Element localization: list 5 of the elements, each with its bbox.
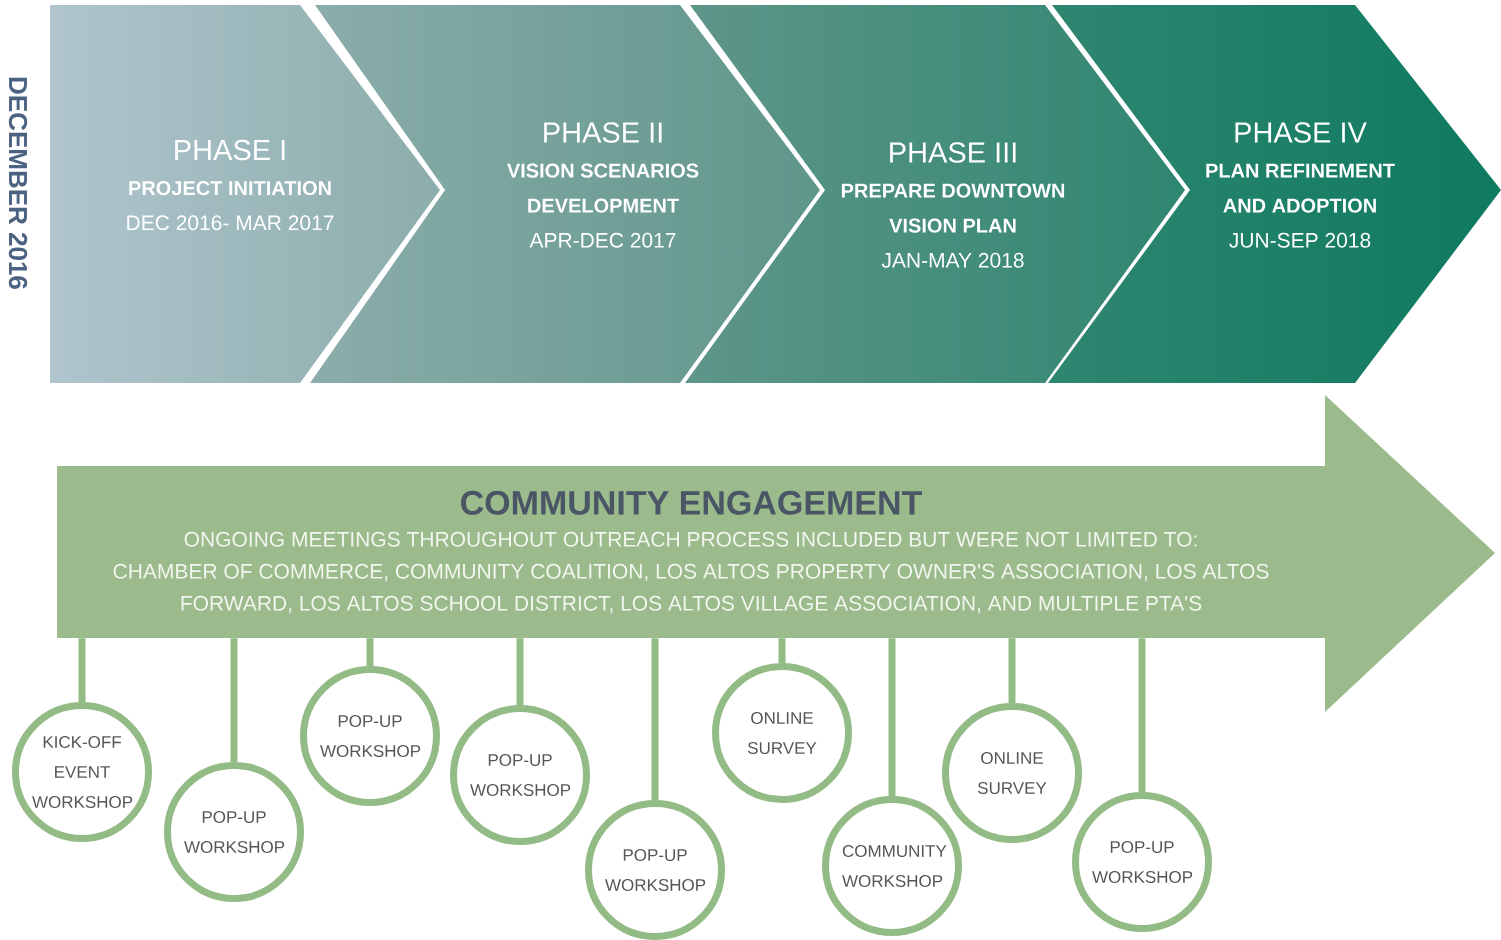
phase-chevron: PHASE I PROJECT INITIATION DEC 2016- MAR 2017	[127, 139, 334, 231]
phase-chevron: PHASE IV PLAN REFINEMENT AND ADOPTION JUN-SEP 2018	[1206, 122, 1395, 248]
vertical-label: DECEMBER 2016	[8, 77, 28, 289]
phase-chevron: PHASE II VISION SCENARIOS DEVELOPMENT APR-DEC 2017	[507, 122, 699, 248]
phase-chevron: PHASE III PREPARE DOWNTOWN VISION PLAN JAN-MAY 2018	[841, 142, 1065, 268]
